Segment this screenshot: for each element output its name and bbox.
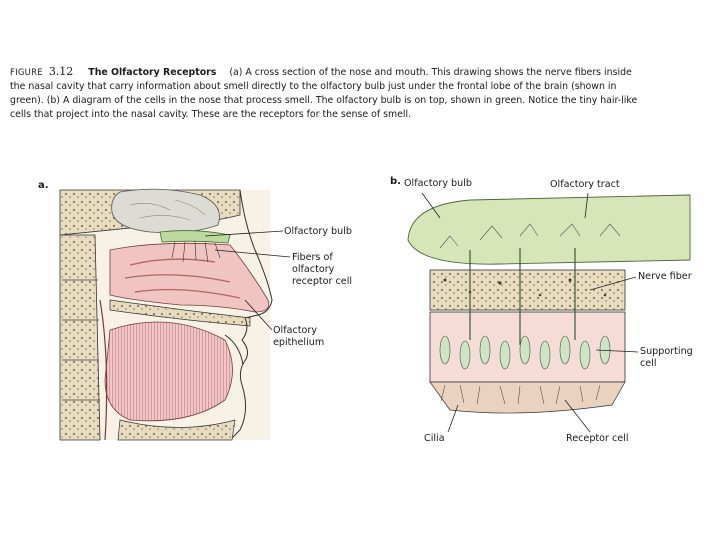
head-cross-section	[59, 188, 273, 441]
leader-lines-b	[421, 192, 639, 433]
olfactory-bulb-b	[407, 194, 691, 265]
label-fibers-line2: olfactory	[292, 264, 335, 275]
spine	[59, 234, 101, 441]
label-cilia: Cilia	[424, 433, 445, 444]
panel-b-letter: b.	[390, 176, 401, 187]
label-epithelium-line1: Olfactory	[273, 325, 318, 336]
label-supporting-line1: Supporting	[640, 346, 693, 357]
label-supporting-line2: cell	[640, 358, 657, 369]
label-epithelium-line2: epithelium	[273, 337, 325, 348]
caption-text: (a) A cross section of the nose and mout…	[10, 67, 638, 120]
tongue	[104, 321, 233, 422]
figure-title: The Olfactory Receptors	[88, 67, 217, 78]
olfactory-cell-diagram	[407, 194, 691, 414]
cribriform-plate	[429, 269, 626, 311]
olfactory-bulb-a	[159, 230, 231, 244]
label-receptor-cell: Receptor cell	[566, 433, 629, 444]
label-fibers-line3: receptor cell	[292, 276, 353, 287]
figure-number: 3.12	[48, 65, 74, 78]
leader-lines-a	[204, 230, 291, 331]
label-nerve-fiber: Nerve fiber	[638, 271, 692, 282]
panel-a-letter: a.	[38, 180, 49, 191]
figure-word: FIGURE	[10, 67, 43, 77]
label-olfactory-bulb-b: Olfactory bulb	[404, 178, 472, 189]
label-olfactory-tract: Olfactory tract	[550, 179, 620, 190]
label-olfactory-bulb-a: Olfactory bulb	[284, 226, 352, 237]
figure-caption: FIGURE 3.12 The Olfactory Receptors (a) …	[10, 65, 650, 122]
cilia-layer	[429, 381, 626, 414]
label-fibers-line1: Fibers of	[292, 252, 333, 263]
